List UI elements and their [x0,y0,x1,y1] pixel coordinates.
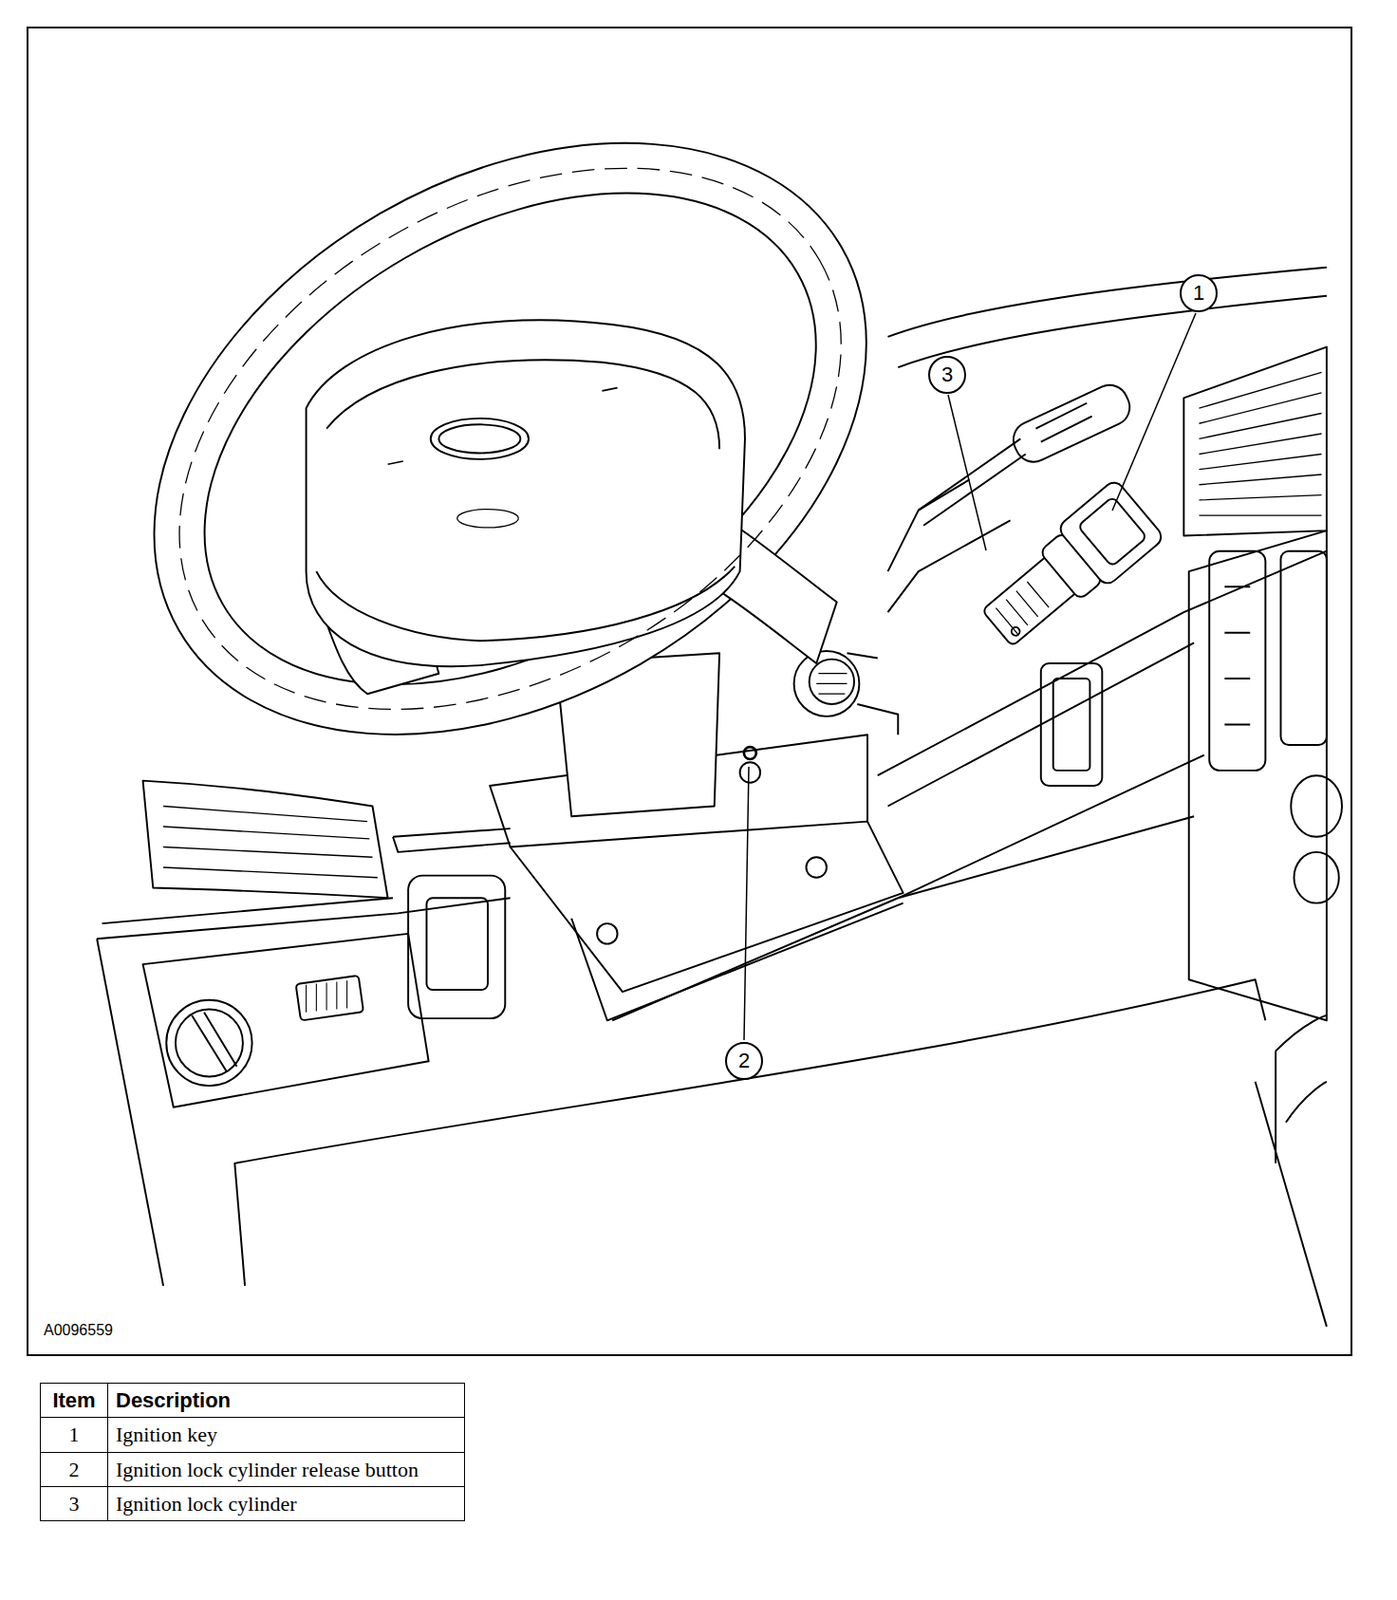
column-shroud [510,821,904,993]
air-vent [143,781,389,899]
callout-circle: 3 [928,355,967,394]
radio-knob [1290,775,1342,838]
column-shroud [571,903,903,1022]
switch [426,897,488,990]
wheel-stitching [83,56,937,821]
center-vent [1209,551,1266,771]
dash-line [897,816,1194,898]
turn-stalk [1007,378,1137,468]
center-stack [1189,530,1327,1021]
console [1255,1081,1327,1327]
leader-line [1112,313,1196,511]
item-number: 2 [40,1452,109,1488]
vent-slats [1224,586,1250,725]
leader-lines [744,313,1196,1041]
switch [408,875,505,1020]
console [1275,1015,1327,1164]
screw-hole [805,856,827,878]
table-header: Item [40,1383,109,1418]
figure-number: A0096559 [43,1322,113,1340]
item-number: 3 [40,1487,109,1522]
radio-knob [1293,852,1339,904]
dash-line [96,938,164,1286]
item-number: 1 [40,1417,109,1453]
leader-line [948,394,987,551]
screw-hole [740,762,762,783]
vent-slats [1198,372,1322,516]
air-vent [1183,347,1327,537]
callout-circle: 2 [725,1042,764,1081]
callout-number: 3 [941,364,953,386]
ignition-housing [816,673,847,695]
turn-stalk [1035,403,1092,443]
turn-stalk [918,438,1022,510]
headlamp-knob [191,1012,237,1072]
dimmer [306,980,348,1012]
switch [1041,663,1103,786]
dashboard-drawing [48,21,1342,1327]
switch-panel [143,933,429,1108]
table-header: Description [108,1383,466,1418]
vent-slats [163,805,378,877]
item-description: Ignition lock cylinder [108,1487,466,1522]
dash-line [102,897,393,924]
column-cover [888,479,1011,613]
lock-cylinder [971,478,1165,658]
turn-stalk [923,454,1026,526]
item-description: Ignition lock cylinder release button [108,1452,466,1488]
release-button [744,746,757,760]
ignition-housing [794,651,860,717]
dimmer [296,975,364,1022]
callout-number: 2 [738,1050,750,1072]
dash-line [96,897,510,939]
dash-line [897,296,1327,368]
headlamp-knob [175,1008,243,1077]
callout-circle: 1 [1179,274,1218,313]
ignition-housing [846,652,898,735]
lever [392,828,511,853]
screw-hole [596,923,618,945]
radio-panel [1281,551,1327,746]
legend-table: ItemDescription1Ignition key2Ignition lo… [39,1382,466,1522]
steering-wheel [48,21,972,856]
headlamp-knob [166,1000,252,1086]
dash-line [897,755,1205,899]
ignition-housing [809,659,855,705]
callout-number: 1 [1192,282,1205,304]
glovebox-line [234,979,1266,1286]
leader-line [744,766,749,1041]
switch [1053,678,1091,771]
item-description: Ignition key [108,1417,466,1453]
